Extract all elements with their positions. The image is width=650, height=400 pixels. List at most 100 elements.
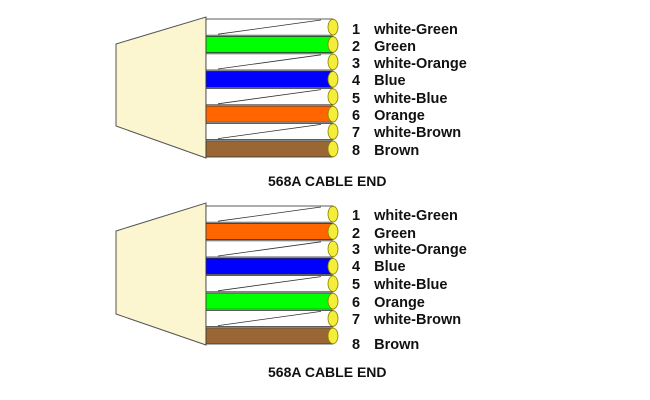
wire-white-blue [205, 275, 339, 293]
wire-body [205, 292, 334, 310]
wire-end-cap [327, 258, 339, 275]
pin-label: 5 white-Blue [352, 91, 447, 107]
pin-number: 7 [352, 125, 360, 141]
wire-blue [205, 257, 339, 275]
wire-end-cap [327, 140, 339, 158]
pin-label: 5 white-Blue [352, 277, 447, 293]
pin-color-name: Orange [374, 108, 425, 124]
wire-end-cap [327, 18, 339, 36]
wire-end-cap [327, 223, 339, 240]
wire-end-cap [327, 327, 339, 345]
pin-label: 6 Orange [352, 108, 425, 124]
wire-orange [205, 292, 339, 310]
pin-label: 2 Green [352, 39, 416, 55]
wire-end-cap [327, 123, 339, 140]
pin-number: 5 [352, 91, 360, 107]
pin-label: 7 white-Brown [352, 125, 461, 141]
wire-end-cap [327, 240, 339, 258]
pin-label: 4 Blue [352, 259, 406, 275]
pin-color-name: white-Green [373, 208, 458, 224]
pin-number: 3 [352, 242, 360, 258]
connector-caption: 568A CABLE END [268, 173, 387, 189]
wire-group [205, 18, 339, 158]
pin-number: 4 [352, 259, 360, 275]
pin-color-name: white-Brown [373, 312, 461, 328]
wire-body [205, 105, 334, 123]
wire-white-brown [205, 123, 339, 141]
pin-color-name: Brown [374, 143, 419, 159]
pin-label: 2 Green [352, 226, 416, 242]
pin-number: 5 [352, 277, 360, 293]
wire-body [205, 222, 334, 240]
pin-color-name: Orange [374, 295, 425, 311]
wire-body [205, 70, 334, 88]
pin-color-name: white-Green [373, 22, 458, 38]
pin-number: 2 [352, 39, 360, 55]
pin-color-name: white-Orange [373, 56, 467, 72]
connector-top: 1 white-Green 2 Green 3 white-Orange 4 B… [115, 16, 467, 189]
pin-label: 4 Blue [352, 73, 406, 89]
pin-label-group: 1 white-Green 2 Green 3 white-Orange 4 B… [352, 22, 467, 159]
wire-white-brown [205, 309, 339, 327]
wire-stripe [217, 124, 322, 139]
pin-color-name: Green [374, 39, 416, 55]
pin-label: 1 white-Green [352, 22, 458, 38]
wire-stripe [217, 276, 322, 292]
connector-bottom: 1 white-Green 2 Green 3 white-Orange 4 B… [115, 202, 467, 380]
pin-label: 6 Orange [352, 295, 425, 311]
pin-label: 3 white-Orange [352, 242, 467, 258]
wire-end-cap [327, 36, 339, 53]
wire-stripe [217, 54, 322, 70]
wire-body [205, 327, 334, 345]
pin-color-name: Blue [374, 259, 405, 275]
pin-number: 8 [352, 337, 360, 353]
pin-number: 1 [352, 208, 360, 224]
cable-boot [115, 16, 207, 159]
pin-number: 6 [352, 295, 360, 311]
wire-white-green [205, 205, 339, 223]
wire-stripe [217, 89, 322, 105]
pin-label: 3 white-Orange [352, 56, 467, 72]
wire-end-cap [327, 88, 339, 105]
wire-white-orange [205, 240, 339, 258]
pin-number: 8 [352, 143, 360, 159]
pin-color-name: Blue [374, 73, 405, 89]
wire-orange [205, 105, 339, 123]
pin-number: 3 [352, 56, 360, 72]
wire-green [205, 36, 339, 54]
pin-number: 1 [352, 22, 360, 38]
pin-color-name: Brown [374, 337, 419, 353]
wire-body [205, 36, 334, 54]
wire-blue [205, 70, 339, 88]
wire-white-orange [205, 53, 339, 71]
pin-number: 4 [352, 73, 360, 89]
wire-end-cap [327, 105, 339, 123]
wire-white-blue [205, 88, 339, 106]
wire-stripe [217, 206, 322, 222]
pin-number: 6 [352, 108, 360, 124]
wire-body [205, 140, 334, 158]
wire-white-green [205, 18, 339, 36]
pin-number: 2 [352, 226, 360, 242]
wire-stripe [217, 241, 322, 257]
wire-body [205, 257, 334, 275]
pin-label: 1 white-Green [352, 208, 458, 224]
cable-boot [115, 202, 207, 346]
wire-end-cap [327, 53, 339, 71]
wire-stripe [217, 311, 322, 326]
wire-green [205, 222, 339, 240]
pin-color-name: white-Blue [373, 91, 447, 107]
wire-end-cap [327, 205, 339, 223]
pin-label-group: 1 white-Green 2 Green 3 white-Orange 4 B… [352, 208, 467, 353]
wire-end-cap [327, 310, 339, 327]
pin-label: 8 Brown [352, 143, 419, 159]
pin-color-name: white-Blue [373, 277, 447, 293]
pin-label: 7 white-Brown [352, 312, 461, 328]
pin-label: 8 Brown [352, 337, 419, 353]
wire-end-cap [327, 71, 339, 88]
pin-color-name: Green [374, 226, 416, 242]
wire-end-cap [327, 292, 339, 310]
wire-stripe [217, 19, 322, 35]
wire-brown [205, 140, 339, 158]
